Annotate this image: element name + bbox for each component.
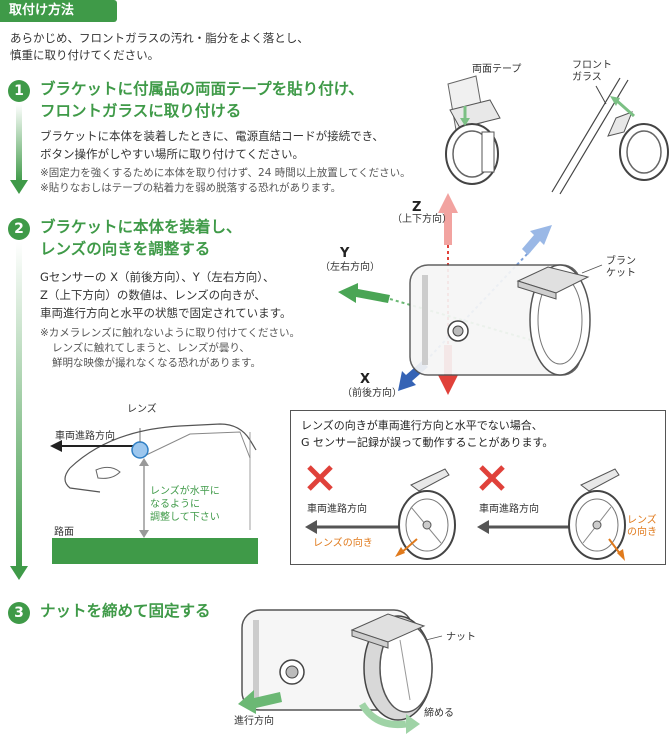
glass-label-line: ガラス xyxy=(572,72,602,83)
step-1-notes: ※固定力を強くするために本体を取り付けず、24 時間以上放置してください。 ※貼… xyxy=(40,166,440,196)
step-1-number: 1 xyxy=(8,80,30,102)
left-lens-label: レンズの向き xyxy=(313,538,373,549)
horizontal-note-line: なるように xyxy=(150,499,200,510)
bracket-label-line: ケット xyxy=(606,268,636,279)
body-line: 車両進行方向と水平の状態で固定されています。 xyxy=(40,306,292,320)
car-direction-label: 車両進路方向 xyxy=(55,431,115,442)
note-line: レンズに触れてしまうと、レンズが曇り、 xyxy=(52,342,250,354)
y-axis-sub: （左右方向） xyxy=(320,262,380,273)
warning-text: レンズの向きが車両進行方向と水平でない場合、 G センサー記録が誤って動作するこ… xyxy=(301,417,553,451)
warning-box: レンズの向きが車両進行方向と水平でない場合、 G センサー記録が誤って動作するこ… xyxy=(290,410,666,565)
body-line: ブラケットに本体を装着したときに、電源直結コードが接続でき、 xyxy=(40,129,384,143)
title-line: ブラケットに本体を装着し、 xyxy=(40,218,242,236)
y-axis-label: Y xyxy=(340,246,350,261)
body-line: ボタン操作がしやすい場所に取り付けてください。 xyxy=(40,147,305,161)
step-3-title: ナットを締めて固定する xyxy=(40,602,211,620)
step-2-title: ブラケットに本体を装着し、 レンズの向きを調整する xyxy=(40,216,340,260)
z-axis-label: Z xyxy=(412,200,422,215)
step-1-title: ブラケットに付属品の両面テープを貼り付け、 フロントガラスに取り付ける xyxy=(40,78,440,122)
right-lens-line: の向き xyxy=(627,527,657,538)
glass-label-line: フロント xyxy=(572,60,612,71)
step-2-connector xyxy=(10,242,28,580)
step-1-body: ブラケットに本体を装着したときに、電源直結コードが接続でき、 ボタン操作がしやす… xyxy=(40,127,440,163)
note-line: ※貼りなおしはテープの粘着力を弱め脱落する恐れがあります。 xyxy=(40,182,342,194)
cross-icon xyxy=(479,465,505,491)
step-2-number: 2 xyxy=(8,218,30,240)
step-2-notes: ※カメラレンズに触れないように取り付けてください。 レンズに触れてしまうと、レン… xyxy=(40,326,330,371)
right-lens-label: レンズ の向き xyxy=(627,515,657,539)
warning-line: レンズの向きが車両進行方向と水平でない場合、 xyxy=(301,419,543,432)
nut-label: ナット xyxy=(446,632,476,643)
camera-axes-illustration xyxy=(338,193,603,395)
step-1-connector xyxy=(10,104,28,194)
cross-icon xyxy=(307,465,333,491)
intro-text: あらかじめ、フロントガラスの汚れ・脂分をよく落とし、 慎重に取り付けてください。 xyxy=(10,30,430,64)
x-axis-label: X xyxy=(360,372,371,387)
travel-direction-label: 進行方向 xyxy=(234,716,274,727)
step-2-body: Gセンサーの X（前後方向）、Y（左右方向）、 Z（上下方向）の数値は、レンズの… xyxy=(40,268,330,322)
bracket-label-line: ブラン xyxy=(606,256,636,267)
intro-line: あらかじめ、フロントガラスの汚れ・脂分をよく落とし、 xyxy=(10,31,309,45)
glass-label: フロント ガラス xyxy=(572,60,612,84)
horizontal-note-line: レンズが水平に xyxy=(150,486,220,497)
step-3-number: 3 xyxy=(8,602,30,624)
note-line: 鮮明な映像が撮れなくなる恐れがあります。 xyxy=(52,357,261,369)
intro-line: 慎重に取り付けてください。 xyxy=(10,48,160,62)
tape-label: 両面テープ xyxy=(472,64,522,75)
bracket-tape-illustration xyxy=(445,75,669,195)
note-line: ※カメラレンズに触れないように取り付けてください。 xyxy=(40,327,301,339)
road-label: 路面 xyxy=(54,527,74,538)
warning-line: G センサー記録が誤って動作することがあります。 xyxy=(301,436,554,449)
right-lens-line: レンズ xyxy=(627,515,657,526)
body-line: Gセンサーの X（前後方向）、Y（左右方向）、 xyxy=(40,270,275,284)
wrong-orientation-illustrations xyxy=(305,465,626,561)
car-lens-illustration xyxy=(50,423,258,564)
title-line: フロントガラスに取り付ける xyxy=(40,102,242,120)
left-direction-label: 車両進路方向 xyxy=(307,504,367,515)
nut-tightening-illustration xyxy=(238,609,443,734)
note-line: ※固定力を強くするために本体を取り付けず、24 時間以上放置してください。 xyxy=(40,167,411,179)
z-axis-sub: （上下方向） xyxy=(392,214,452,225)
bracket-label: ブラン ケット xyxy=(606,256,636,280)
x-axis-sub: （前後方向） xyxy=(342,388,402,399)
title-line: ブラケットに付属品の両面テープを貼り付け、 xyxy=(40,80,364,98)
right-direction-label: 車両進路方向 xyxy=(479,504,539,515)
tighten-label: 締める xyxy=(424,708,454,719)
body-line: Z（上下方向）の数値は、レンズの向きが、 xyxy=(40,288,266,302)
lens-label: レンズ xyxy=(127,404,157,415)
horizontal-note-line: 調整して下さい xyxy=(150,512,220,523)
horizontal-note: レンズが水平に なるように 調整して下さい xyxy=(150,485,220,524)
section-tag: 取付け方法 xyxy=(0,0,117,22)
title-line: レンズの向きを調整する xyxy=(40,240,211,258)
